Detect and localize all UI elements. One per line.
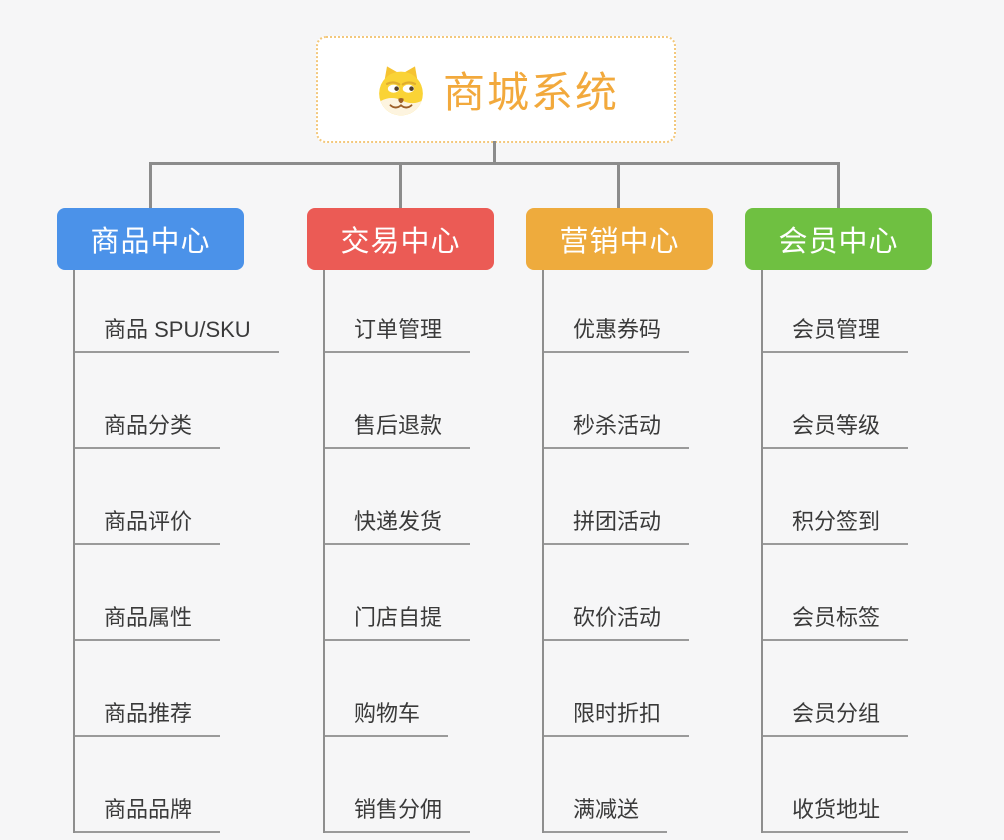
- connector-root-stub: [493, 141, 496, 163]
- child-node[interactable]: 积分签到: [763, 449, 909, 545]
- branch-label: 交易中心: [340, 226, 461, 258]
- child-node[interactable]: 商品推荐: [75, 641, 221, 737]
- branch-label: 会员中心: [778, 226, 899, 258]
- connector-drop-3: [617, 162, 620, 210]
- child-node[interactable]: 商品属性: [75, 545, 221, 641]
- child-node[interactable]: 门店自提: [325, 545, 471, 641]
- doge-icon: [379, 65, 423, 115]
- child-node[interactable]: 会员标签: [763, 545, 909, 641]
- branch-label: 商品中心: [90, 226, 211, 258]
- child-node[interactable]: 商品评价: [75, 449, 221, 545]
- branch-children-trade-center: 订单管理 售后退款 快递发货 门店自提 购物车 销售分佣: [323, 270, 471, 833]
- connector-horizontal: [149, 162, 839, 165]
- child-node[interactable]: 会员分组: [763, 641, 909, 737]
- child-node[interactable]: 商品品牌: [75, 737, 221, 833]
- child-node[interactable]: 秒杀活动: [544, 353, 690, 449]
- connector-drop-4: [837, 162, 840, 210]
- branch-children-marketing-center: 优惠券码 秒杀活动 拼团活动 砍价活动 限时折扣 满减送: [542, 270, 690, 833]
- branch-children-product-center: 商品 SPU/SKU 商品分类 商品评价 商品属性 商品推荐 商品品牌: [73, 270, 279, 833]
- child-node[interactable]: 订单管理: [325, 270, 471, 353]
- connector-drop-2: [399, 162, 402, 210]
- child-node[interactable]: 商品 SPU/SKU: [75, 270, 279, 353]
- root-node-mall-system[interactable]: 商城系统: [316, 36, 676, 143]
- connector-drop-1: [149, 162, 152, 210]
- child-node[interactable]: 拼团活动: [544, 449, 690, 545]
- child-node[interactable]: 快递发货: [325, 449, 471, 545]
- branch-header-member-center[interactable]: 会员中心: [745, 208, 932, 270]
- child-node[interactable]: 会员等级: [763, 353, 909, 449]
- root-title: 商城系统: [442, 69, 619, 116]
- child-node[interactable]: 砍价活动: [544, 545, 690, 641]
- child-node[interactable]: 购物车: [325, 641, 449, 737]
- child-node[interactable]: 满减送: [544, 737, 668, 833]
- child-node[interactable]: 商品分类: [75, 353, 221, 449]
- child-node[interactable]: 收货地址: [763, 737, 909, 833]
- branch-label: 营销中心: [559, 226, 680, 258]
- child-node[interactable]: 销售分佣: [325, 737, 471, 833]
- child-node[interactable]: 会员管理: [763, 270, 909, 353]
- child-node[interactable]: 限时折扣: [544, 641, 690, 737]
- branch-header-trade-center[interactable]: 交易中心: [307, 208, 494, 270]
- child-node[interactable]: 售后退款: [325, 353, 471, 449]
- branch-children-member-center: 会员管理 会员等级 积分签到 会员标签 会员分组 收货地址: [761, 270, 909, 833]
- branch-header-marketing-center[interactable]: 营销中心: [526, 208, 713, 270]
- branch-header-product-center[interactable]: 商品中心: [57, 208, 244, 270]
- child-node[interactable]: 优惠券码: [544, 270, 690, 353]
